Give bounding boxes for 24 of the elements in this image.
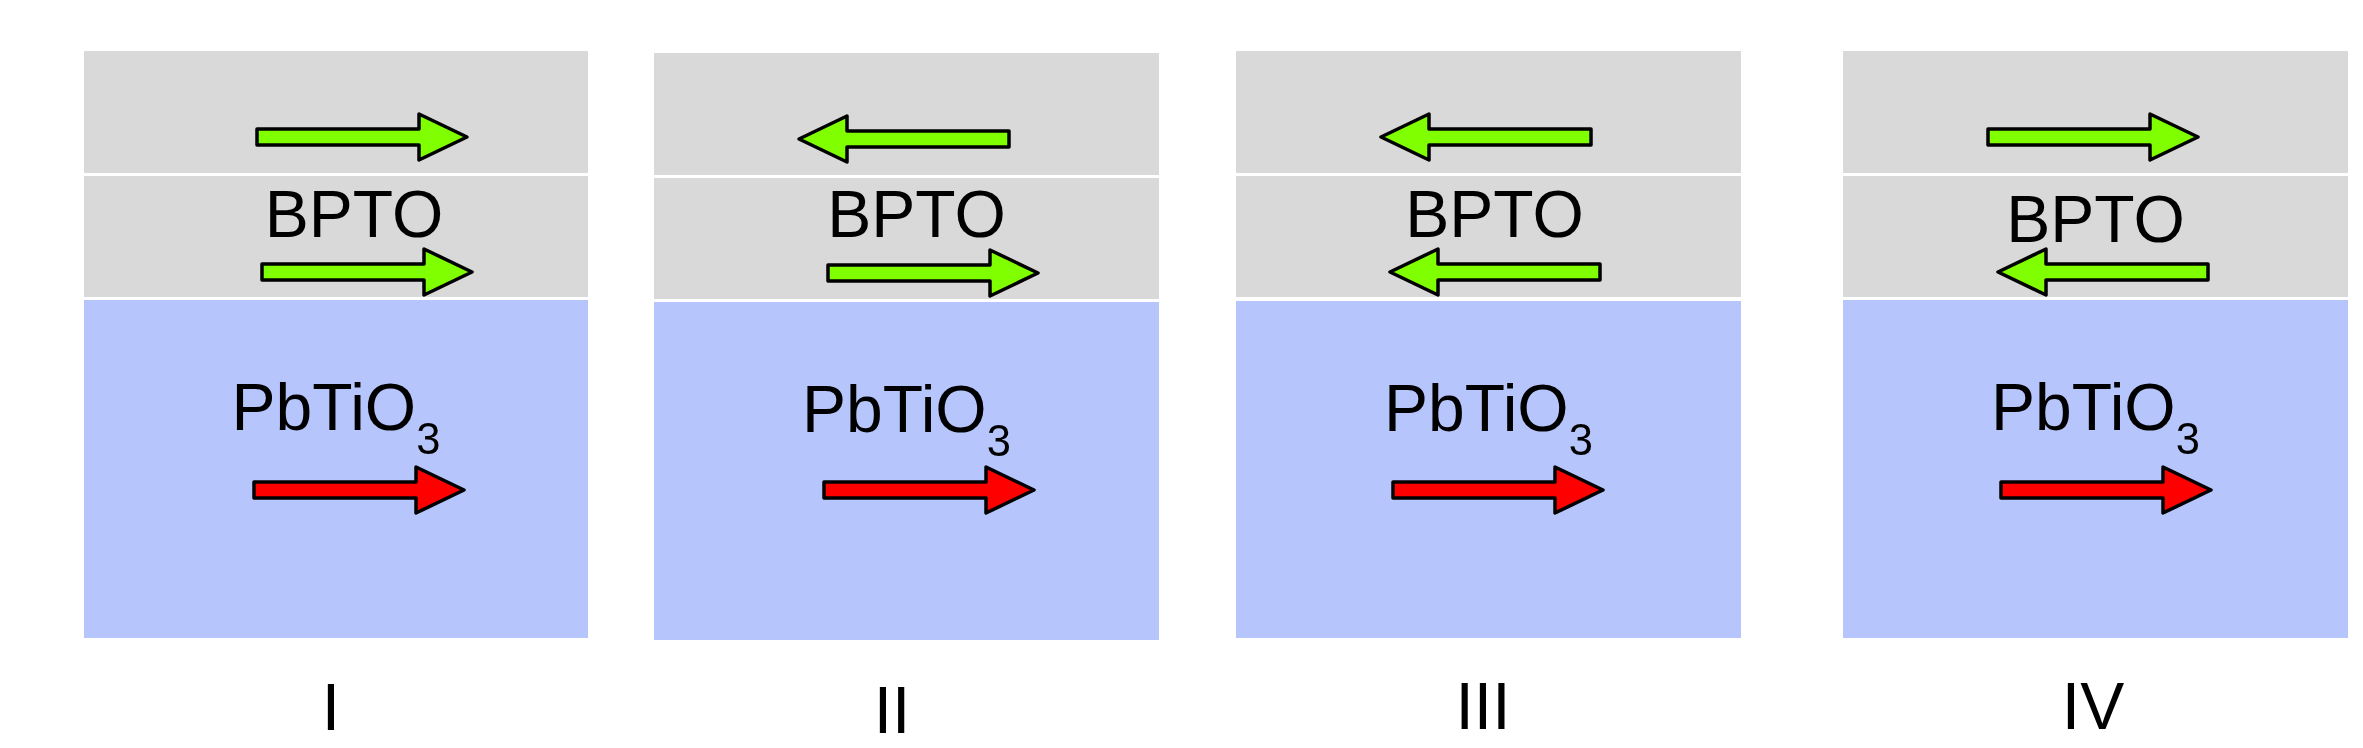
panel-label: IV xyxy=(2061,673,2125,739)
layer-label: PbTiO$_{3}$ xyxy=(802,376,1011,460)
layer-block xyxy=(654,302,1159,640)
layer-label: BPTO xyxy=(827,181,1006,253)
layer-label: BPTO xyxy=(264,181,444,253)
layer-block xyxy=(84,51,588,173)
layer-block xyxy=(1843,300,2348,638)
layer-block xyxy=(1236,51,1741,173)
layer-block xyxy=(1843,176,2348,297)
layer-label: BPTO xyxy=(1405,181,1584,253)
layer-label: PbTiO$_{3}$ xyxy=(1384,375,1593,459)
panel-label: III xyxy=(1455,673,1511,739)
layer-block xyxy=(654,53,1159,175)
layer-block xyxy=(1236,301,1741,638)
layer-block xyxy=(84,300,588,638)
panel-label: II xyxy=(873,677,911,743)
layer-block xyxy=(1843,51,2348,173)
layer-label: PbTiO$_{3}$ xyxy=(231,374,441,458)
panel-label: I xyxy=(321,674,341,740)
layer-block xyxy=(1236,176,1741,297)
layer-label: BPTO xyxy=(2006,186,2185,258)
layer-label: PbTiO$_{3}$ xyxy=(1991,374,2200,458)
layer-block xyxy=(654,178,1159,299)
layer-block xyxy=(84,176,588,297)
